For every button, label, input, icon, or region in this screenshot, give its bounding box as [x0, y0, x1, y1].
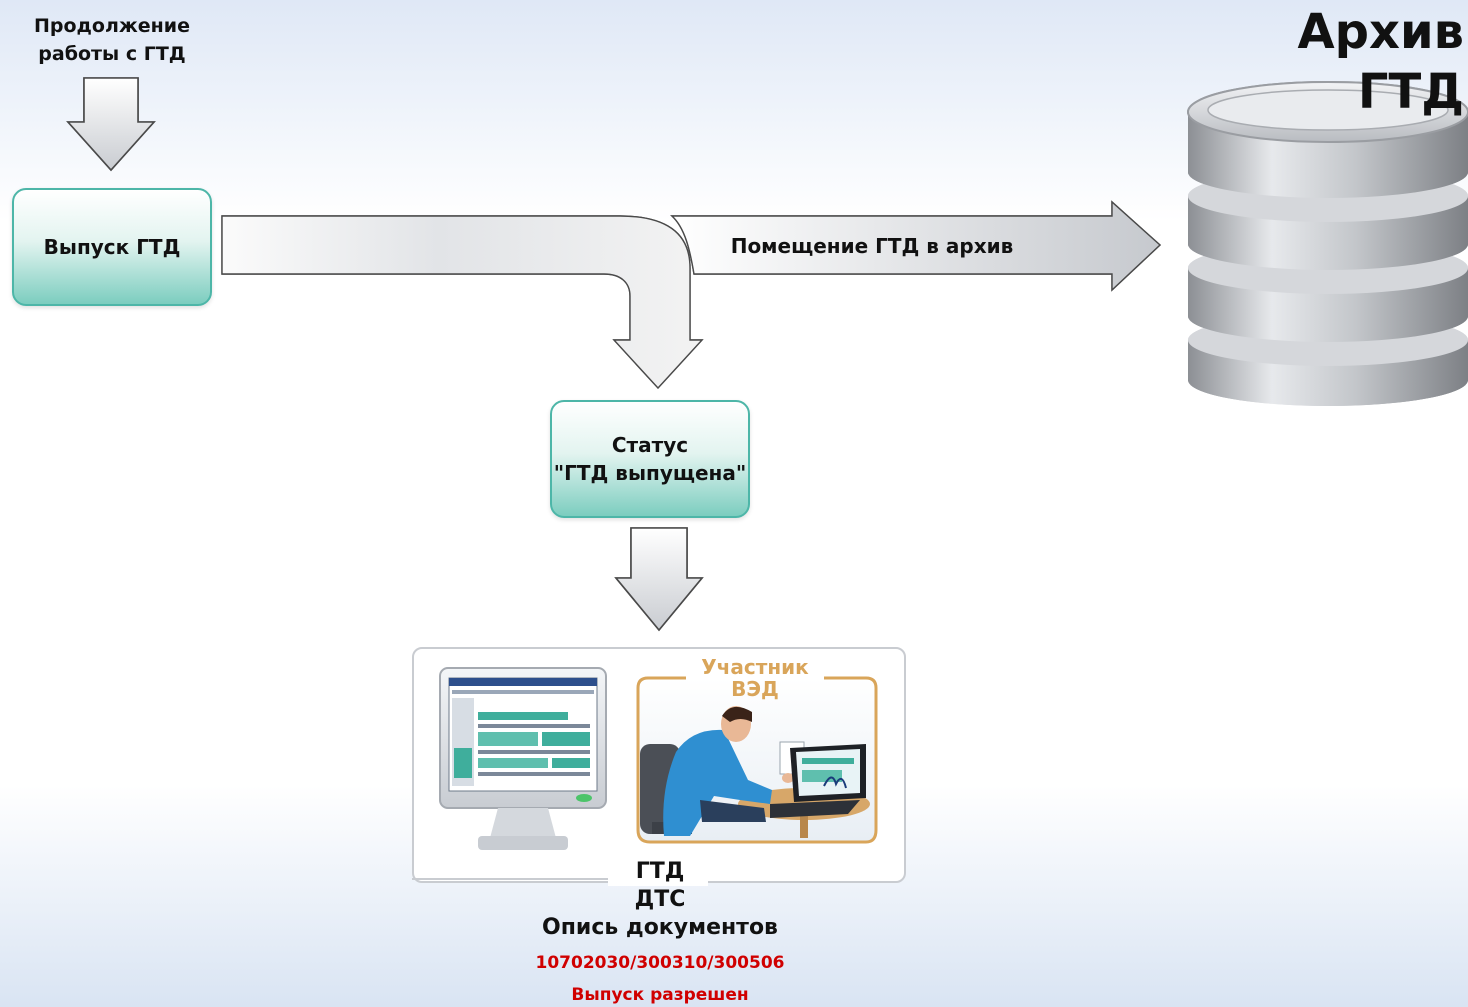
- release-status: Выпуск разрешен: [500, 983, 820, 1007]
- status-node-line1: Статус: [611, 433, 689, 457]
- participant-label: Участник ВЭД: [686, 656, 824, 700]
- status-node: Статус "ГТД выпущена": [550, 400, 750, 518]
- archive-arrow-label-text: Помещение ГТД в архив: [730, 234, 1014, 258]
- archive-arrow-label: Помещение ГТД в архив: [712, 232, 1032, 260]
- continue-work-label: Продолжение работы с ГТД: [12, 12, 212, 68]
- continue-work-text: Продолжение работы с ГТД: [34, 15, 190, 65]
- participant-label-line2: ВЭД: [731, 677, 779, 701]
- registration-number-text: 10702030/300310/300506: [535, 953, 785, 973]
- status-node-line2: "ГТД выпущена": [553, 461, 747, 485]
- archive-title: Архив ГТД: [1180, 2, 1464, 122]
- document-gtd: ГТД: [635, 859, 685, 884]
- registration-number: 10702030/300310/300506: [500, 950, 820, 976]
- panel-label-gap: [608, 872, 708, 886]
- participant-label-line1: Участник: [701, 655, 809, 679]
- release-node-label: Выпуск ГТД: [43, 235, 181, 259]
- archive-title-text: Архив ГТД: [1297, 4, 1464, 120]
- documents-list: ГТД ДТС Опись документов: [500, 858, 820, 942]
- release-node: Выпуск ГТД: [12, 188, 212, 306]
- release-status-text: Выпуск разрешен: [571, 985, 749, 1005]
- document-dts: ДТС: [634, 887, 686, 912]
- document-inventory: Опись документов: [542, 915, 778, 940]
